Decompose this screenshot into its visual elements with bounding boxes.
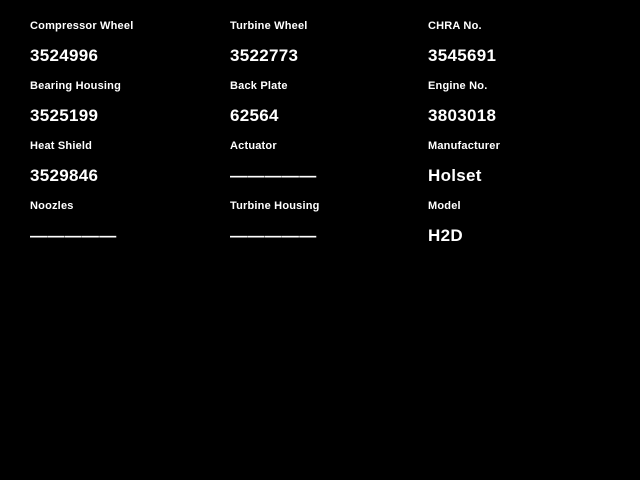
field-value: Holset — [428, 166, 482, 185]
fields-grid: Compressor Wheel 3524996 Turbine Wheel 3… — [30, 14, 628, 254]
field-model: Model H2D — [428, 194, 628, 254]
field-turbine-wheel: Turbine Wheel 3522773 — [230, 14, 428, 74]
field-noozles: Noozles ————— — [30, 194, 230, 254]
field-label: Engine No. — [428, 80, 488, 92]
field-value: H2D — [428, 226, 463, 245]
field-actuator: Actuator ————— — [230, 134, 428, 194]
field-turbine-housing: Turbine Housing ————— — [230, 194, 428, 254]
field-label: Manufacturer — [428, 140, 501, 152]
field-back-plate: Back Plate 62564 — [230, 74, 428, 134]
field-value: ————— — [230, 166, 317, 185]
field-label: Actuator — [230, 140, 277, 152]
field-label: Turbine Wheel — [230, 20, 308, 32]
field-label: Bearing Housing — [30, 80, 122, 92]
field-heat-shield: Heat Shield 3529846 — [30, 134, 230, 194]
field-value: 3522773 — [230, 46, 299, 65]
field-value: 3529846 — [30, 166, 99, 185]
field-label: Compressor Wheel — [30, 20, 134, 32]
field-engine-no: Engine No. 3803018 — [428, 74, 628, 134]
field-value: 3545691 — [428, 46, 497, 65]
field-value: ————— — [230, 226, 317, 245]
field-label: CHRA No. — [428, 20, 482, 32]
field-label: Model — [428, 200, 461, 212]
field-bearing-housing: Bearing Housing 3525199 — [30, 74, 230, 134]
field-label: Noozles — [30, 200, 74, 212]
field-manufacturer: Manufacturer Holset — [428, 134, 628, 194]
field-label: Turbine Housing — [230, 200, 320, 212]
field-value: ————— — [30, 226, 117, 245]
field-value: 3524996 — [30, 46, 99, 65]
field-chra-no: CHRA No. 3545691 — [428, 14, 628, 74]
field-value: 62564 — [230, 106, 279, 125]
field-label: Heat Shield — [30, 140, 93, 152]
field-value: 3525199 — [30, 106, 99, 125]
field-compressor-wheel: Compressor Wheel 3524996 — [30, 14, 230, 74]
field-value: 3803018 — [428, 106, 497, 125]
field-label: Back Plate — [230, 80, 288, 92]
